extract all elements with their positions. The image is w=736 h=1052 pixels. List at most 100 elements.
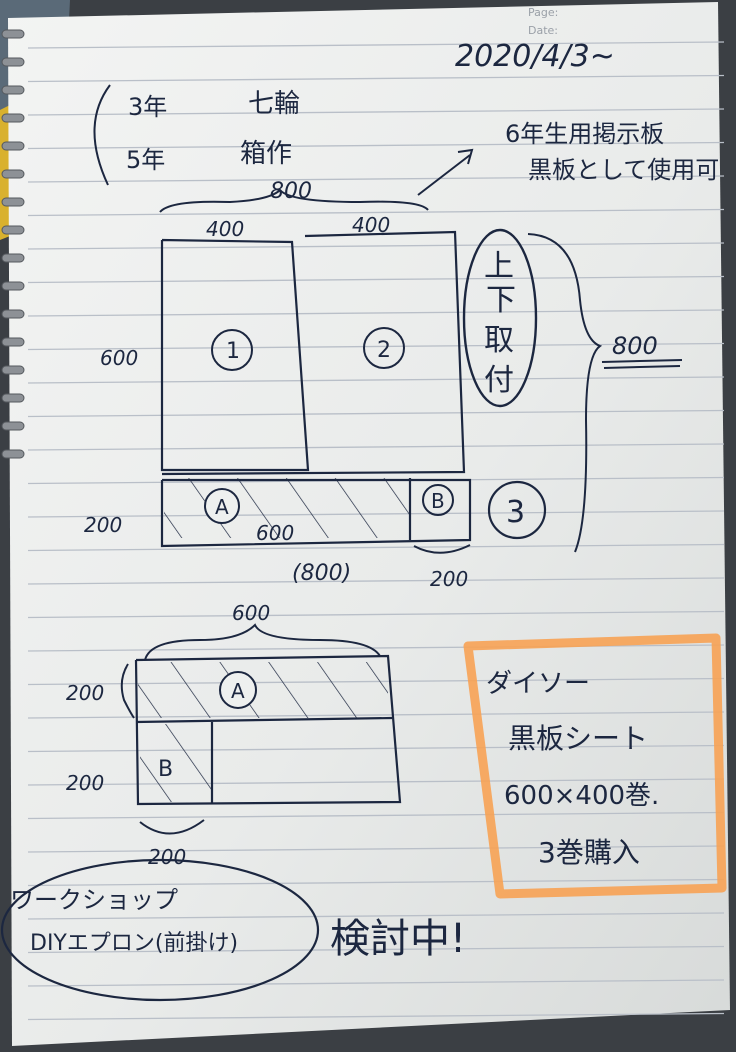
date-written: 2020/4/3~ bbox=[455, 39, 615, 74]
rule-line bbox=[27, 309, 725, 317]
spiral-ring bbox=[1, 281, 25, 291]
rule-line bbox=[27, 878, 725, 887]
bottom-note-status: 検討中! bbox=[330, 916, 466, 962]
bottom-note-line-2: DIYエプロン(前掛け) bbox=[30, 931, 238, 956]
panel-A2-marker bbox=[219, 671, 257, 709]
panel-B2-hatch bbox=[140, 724, 212, 802]
arrow-head bbox=[457, 148, 474, 165]
date-label: Date: bbox=[528, 24, 558, 37]
panel-B2-label: B bbox=[158, 757, 173, 782]
spiral-ring bbox=[1, 113, 25, 123]
rule-line bbox=[27, 342, 725, 351]
rule-line bbox=[27, 979, 725, 987]
side-note-char-3: 取 bbox=[484, 323, 514, 358]
dim-width-bottom-total: (800) bbox=[292, 561, 351, 586]
rule-line bbox=[27, 409, 725, 418]
arrow-line bbox=[417, 154, 471, 196]
spiral-ring bbox=[1, 421, 25, 431]
brace-B bbox=[413, 544, 471, 554]
dim-height-B2: 200 bbox=[66, 771, 104, 795]
rule-line bbox=[27, 811, 725, 820]
rule-line bbox=[27, 108, 725, 116]
bottom-row-outline bbox=[160, 478, 472, 548]
spiral-ring bbox=[1, 225, 25, 235]
note-line-2: 黒板として使用可 bbox=[528, 156, 719, 184]
rule-line bbox=[27, 577, 725, 585]
diagram-2-outline bbox=[134, 654, 402, 806]
side-note-char-4: 付 bbox=[484, 363, 514, 398]
rule-line bbox=[27, 945, 725, 954]
rule-line bbox=[27, 41, 725, 49]
spiral-binding bbox=[1, 29, 25, 459]
class-name-1: 七輪 bbox=[248, 89, 300, 119]
rule-line bbox=[27, 610, 725, 619]
side-note-char-2: 下 bbox=[486, 283, 516, 318]
spiral-ring bbox=[1, 393, 25, 403]
rule-line bbox=[27, 644, 725, 652]
spiral-ring bbox=[1, 309, 25, 319]
dim-overall-height: 800 bbox=[612, 332, 658, 360]
bottom-note-oval bbox=[0, 858, 320, 1002]
panel-3-marker bbox=[487, 480, 547, 540]
panel-A-marker bbox=[204, 488, 240, 524]
spiral-ring bbox=[1, 337, 25, 347]
rule-line bbox=[27, 208, 725, 217]
spiral-ring bbox=[1, 29, 25, 39]
class-name-2: 箱作 bbox=[240, 139, 292, 169]
panel-3-label: 3 bbox=[506, 495, 525, 530]
side-note-oval bbox=[462, 228, 538, 408]
panel-2-outline bbox=[161, 230, 466, 476]
panel-2-marker bbox=[363, 327, 405, 369]
rule-line bbox=[27, 376, 725, 384]
rule-line bbox=[27, 1012, 725, 1021]
dim-width-B2: 200 bbox=[148, 845, 186, 869]
panel-B-label: B bbox=[431, 489, 445, 513]
rule-line bbox=[27, 275, 725, 284]
panel-B-marker bbox=[422, 484, 454, 516]
diagram-2-divider bbox=[135, 716, 393, 724]
panel-A2-label: A bbox=[231, 679, 245, 703]
panel-2-label: 2 bbox=[377, 338, 391, 363]
spiral-ring bbox=[1, 169, 25, 179]
panel-A-label: A bbox=[215, 495, 229, 519]
bracket-mark bbox=[93, 84, 111, 186]
panel-1-label: 1 bbox=[226, 339, 240, 364]
spiral-ring bbox=[1, 57, 25, 67]
spiral-ring bbox=[1, 197, 25, 207]
panel-A2-hatch bbox=[138, 662, 388, 718]
rule-line bbox=[27, 912, 725, 920]
panel-1-outline bbox=[160, 238, 310, 472]
spiral-ring bbox=[1, 85, 25, 95]
note-line-1: 6年生用掲示板 bbox=[505, 120, 664, 148]
dim-height-bottom: 200 bbox=[84, 513, 122, 537]
brace-A2 bbox=[120, 663, 135, 719]
spiral-ring bbox=[1, 253, 25, 263]
dim-overall-width: 800 bbox=[270, 179, 312, 204]
class-grade-2: 5年 bbox=[126, 146, 165, 174]
brace-B2 bbox=[139, 819, 205, 835]
rule-line bbox=[27, 443, 725, 451]
box-note-line-2: 黒板シート bbox=[508, 722, 648, 755]
dim-width-left: 400 bbox=[206, 217, 244, 241]
bottom-note-line-1: ワークショップ bbox=[10, 886, 178, 914]
side-note-char-1: 上 bbox=[484, 249, 514, 284]
ruled-lines bbox=[27, 41, 725, 1021]
rule-line bbox=[27, 845, 725, 853]
rule-line bbox=[27, 242, 725, 250]
dim-width-B: 200 bbox=[430, 567, 468, 591]
height-brace-800 bbox=[527, 233, 603, 553]
spiral-ring bbox=[1, 141, 25, 151]
rule-line bbox=[27, 175, 725, 183]
dim-top-width: 600 bbox=[232, 601, 270, 625]
rule-line bbox=[27, 543, 725, 552]
rule-line bbox=[27, 74, 725, 83]
class-grade-1: 3年 bbox=[128, 93, 167, 121]
width-brace-600 bbox=[144, 623, 381, 661]
spiral-ring bbox=[1, 449, 25, 459]
dim-height-A2: 200 bbox=[66, 681, 104, 705]
double-underline bbox=[601, 359, 683, 369]
box-note-line-3: 600×400巻. bbox=[504, 781, 659, 811]
width-brace-800 bbox=[159, 188, 429, 213]
spiral-ring bbox=[1, 365, 25, 375]
